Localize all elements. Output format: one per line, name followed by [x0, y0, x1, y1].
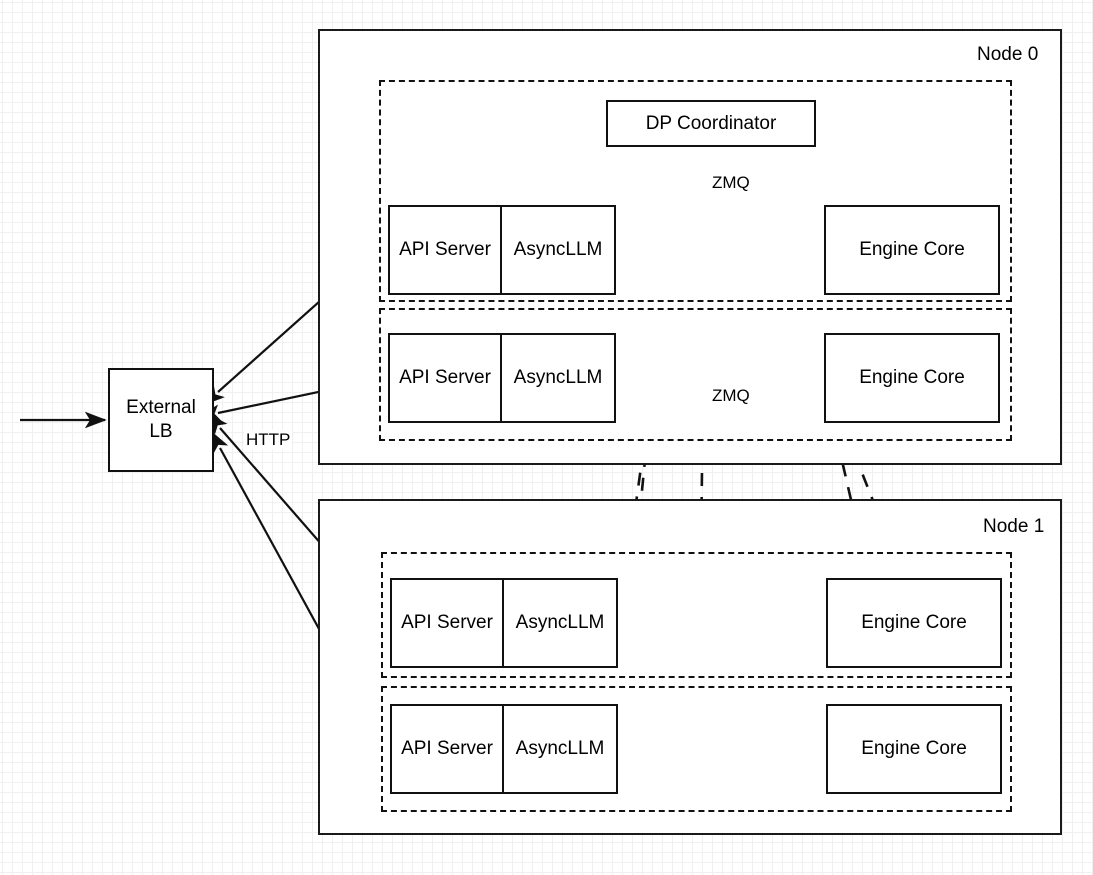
node-1-replica-2-server-box[interactable]: API Server AsyncLLM [390, 704, 618, 794]
dp-coordinator-label: DP Coordinator [645, 112, 777, 134]
external-lb-label-line1: External [126, 397, 196, 419]
node-1-label: Node 1 [983, 516, 1045, 537]
engine-core-label: Engine Core [861, 612, 967, 634]
zmq-label-node0-bottom: ZMQ [710, 386, 752, 406]
api-server-label: API Server [399, 367, 491, 388]
node-0-replica-2-engine-core-box[interactable]: Engine Core [824, 333, 1000, 423]
api-server-cell[interactable]: API Server [390, 335, 502, 421]
async-llm-cell[interactable]: AsyncLLM [504, 706, 616, 792]
api-server-label: API Server [401, 738, 493, 759]
async-llm-cell[interactable]: AsyncLLM [502, 207, 614, 293]
async-llm-cell[interactable]: AsyncLLM [502, 335, 614, 421]
api-server-cell[interactable]: API Server [392, 706, 504, 792]
api-server-label: API Server [401, 612, 493, 633]
async-llm-cell[interactable]: AsyncLLM [504, 580, 616, 666]
node-0-replica-2-group [379, 308, 1012, 441]
api-server-cell[interactable]: API Server [390, 207, 502, 293]
node-1-replica-1-engine-core-box[interactable]: Engine Core [826, 578, 1002, 668]
node-0-replica-2-server-box[interactable]: API Server AsyncLLM [388, 333, 616, 423]
api-server-cell[interactable]: API Server [392, 580, 504, 666]
node-1-replica-2-group [381, 686, 1012, 812]
external-lb-box[interactable]: External LB [108, 368, 214, 472]
async-llm-label: AsyncLLM [515, 738, 605, 759]
async-llm-label: AsyncLLM [513, 239, 603, 260]
engine-core-label: Engine Core [861, 738, 967, 760]
node-1-replica-1-group [381, 552, 1012, 678]
node-1-replica-1-server-box[interactable]: API Server AsyncLLM [390, 578, 618, 668]
external-lb-label-line2: LB [149, 421, 173, 442]
engine-core-label: Engine Core [859, 367, 965, 389]
api-server-label: API Server [399, 239, 491, 260]
node-0-replica-1-engine-core-box[interactable]: Engine Core [824, 205, 1000, 295]
http-edge-label: HTTP [244, 430, 293, 450]
async-llm-label: AsyncLLM [513, 367, 603, 388]
dp-coordinator-box[interactable]: DP Coordinator [606, 100, 816, 147]
engine-core-label: Engine Core [859, 239, 965, 261]
node-1-replica-2-engine-core-box[interactable]: Engine Core [826, 704, 1002, 794]
async-llm-label: AsyncLLM [515, 612, 605, 633]
node-0-replica-1-group [379, 80, 1012, 302]
zmq-label-node0-top: ZMQ [710, 173, 752, 193]
node-0-label: Node 0 [977, 44, 1039, 65]
node-0-replica-1-server-box[interactable]: API Server AsyncLLM [388, 205, 616, 295]
